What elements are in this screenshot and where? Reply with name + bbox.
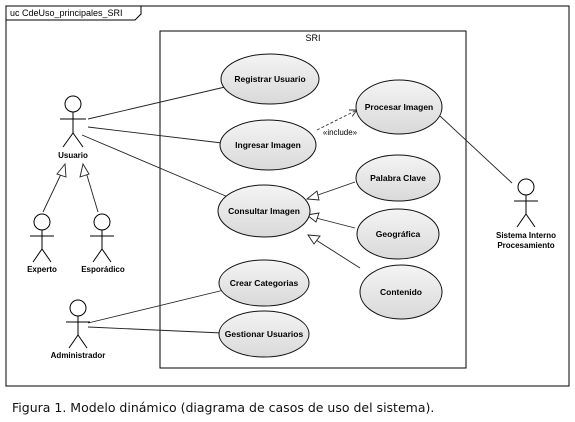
usecase-label-procesar-imagen: Procesar Imagen	[365, 102, 434, 112]
actor-usuario	[60, 95, 86, 148]
usecase-registrar-usuario	[220, 53, 320, 105]
usecase-label-contenido: Contenido	[380, 287, 422, 297]
actor-label-usuario: Usuario	[58, 151, 88, 160]
figure-caption: Figura 1. Modelo dinámico (diagrama de c…	[12, 400, 435, 415]
frame-label: uc CdeUso_principales_SRI	[10, 8, 123, 18]
assoc-admin-gestionar	[87, 326, 223, 334]
actor-sistema-interno	[514, 178, 538, 228]
gen-palabra-consultar	[314, 181, 356, 197]
frame-tab	[5, 5, 142, 21]
usecase-consultar-imagen	[217, 184, 311, 238]
gen-esporadico-usuario	[85, 171, 99, 213]
usecase-label-palabra-clave: Palabra Clave	[370, 173, 426, 183]
usecase-geografica	[356, 208, 440, 260]
usecase-label-geografica: Geográfica	[376, 229, 421, 239]
gen-arrow-experto	[56, 162, 67, 178]
assoc-usuario-registrar	[87, 86, 226, 120]
assoc-admin-crear	[87, 289, 225, 324]
actor-label-esporadico: Esporádico	[81, 265, 125, 274]
usecase-label-registrar-usuario: Registrar Usuario	[234, 74, 305, 84]
gen-experto-usuario	[42, 171, 63, 213]
usecase-label-crear-categorias: Crear Categorias	[230, 278, 299, 288]
usecase-label-consultar-imagen: Consultar Imagen	[228, 206, 300, 216]
usecase-contenido	[359, 264, 443, 320]
actor-generalizations	[42, 162, 99, 213]
actor-label-sistema-line2: Procesamiento	[497, 241, 554, 250]
assoc-usuario-consultar	[81, 134, 229, 198]
usecase-crear-categorias	[218, 259, 310, 307]
usecase-procesar-imagen	[355, 79, 443, 135]
actor-experto	[30, 213, 54, 263]
include-label: «include»	[323, 128, 358, 137]
usecase-palabra-clave	[355, 154, 441, 202]
assoc-usuario-ingresar	[87, 126, 223, 144]
actor-esporadico	[90, 213, 114, 263]
gen-contenido-consultar	[315, 239, 361, 269]
usecase-label-ingresar-imagen: Ingresar Imagen	[235, 140, 301, 150]
gen-arrow-palabra	[305, 190, 320, 201]
gen-arrow-contenido	[307, 234, 321, 245]
actor-label-administrador: Administrador	[51, 351, 106, 360]
actor-administrador	[66, 299, 90, 349]
gen-arrow-geografica	[305, 212, 320, 223]
usecase-gestionar-usuarios	[218, 310, 310, 358]
usecase-generalizations	[305, 181, 361, 269]
associations	[81, 86, 513, 334]
include-arrow	[316, 110, 357, 131]
system-label: SRI	[305, 33, 320, 43]
actor-label-experto: Experto	[27, 265, 57, 274]
gen-geografica-consultar	[315, 217, 356, 229]
usecase-ingresar-imagen	[219, 119, 317, 171]
assoc-procesar-sistema	[439, 115, 513, 184]
actor-label-sistema-line1: Sistema Interno	[496, 231, 556, 240]
gen-arrow-esporadico	[79, 162, 90, 178]
usecase-label-gestionar-usuarios: Gestionar Usuarios	[225, 329, 304, 339]
